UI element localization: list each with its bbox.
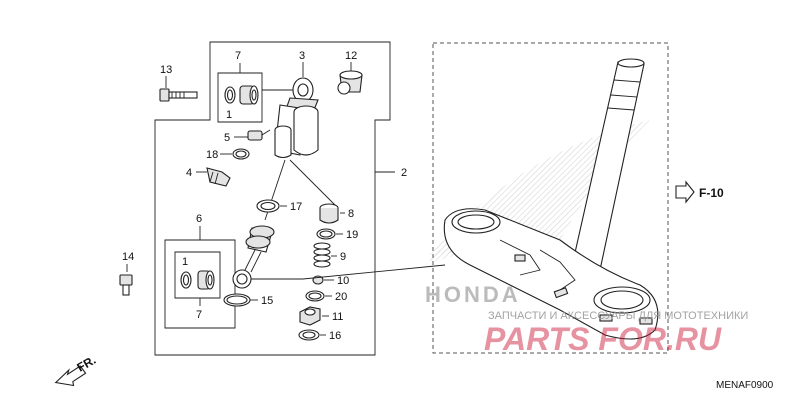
callout-12[interactable]: 12 (345, 50, 357, 62)
callout-1-top[interactable]: 1 (226, 109, 232, 121)
bolt-14 (119, 264, 133, 296)
damper-assembly-outline (154, 41, 391, 356)
callout-20[interactable]: 20 (335, 291, 347, 303)
leader-damper-8 (289, 159, 336, 206)
callout-9[interactable]: 9 (340, 251, 346, 263)
callout-7-top[interactable]: 7 (235, 50, 241, 62)
callout-11[interactable]: 11 (332, 311, 343, 323)
callout-16[interactable]: 16 (329, 330, 341, 342)
ball-10 (302, 264, 446, 285)
o-ring-17 (256, 199, 287, 213)
o-ring-19 (316, 228, 343, 240)
cup-8 (319, 203, 345, 224)
callout-5[interactable]: 5 (224, 132, 230, 144)
callout-3[interactable]: 3 (299, 50, 305, 62)
ref-f10-label: F-10 (699, 186, 724, 200)
subbox-7-top (217, 72, 263, 123)
valve-5 (234, 129, 271, 141)
bleed-screw-4 (196, 167, 231, 187)
watermark-tagline: ЗАПЧАСТИ И АКСЕССУАРЫ ДЛЯ МОТОТЕХНИКИ (488, 310, 748, 322)
bushing-7-bottom (180, 270, 215, 290)
o-ring-20 (305, 290, 332, 302)
damper-body-3 (262, 62, 319, 159)
callout-8[interactable]: 8 (348, 208, 354, 220)
front-direction-indicator: FR. (54, 353, 98, 387)
callout-14[interactable]: 14 (122, 251, 134, 263)
honda-logo-watermark-text: HONDA (425, 282, 521, 307)
callout-6[interactable]: 6 (196, 213, 202, 225)
nut-11 (299, 306, 329, 326)
callout-1-bottom[interactable]: 1 (182, 256, 188, 268)
ref-f10-arrow[interactable]: F-10 (675, 180, 724, 204)
bolt-13 (159, 76, 198, 102)
callout-4[interactable]: 4 (186, 167, 192, 179)
callout-18[interactable]: 18 (206, 149, 218, 161)
callout-2[interactable]: 2 (401, 167, 407, 179)
o-ring-15 (223, 293, 258, 307)
callout-10[interactable]: 10 (337, 275, 349, 287)
washer-16 (298, 329, 326, 341)
stem-assembly-box (432, 42, 669, 354)
shaft-assembly-6 (232, 225, 303, 289)
subbox-7-bottom (174, 251, 221, 299)
bushing-7-top (224, 85, 259, 105)
steering-stem (443, 58, 659, 340)
callout-13[interactable]: 13 (160, 64, 172, 76)
o-ring-18 (220, 148, 250, 160)
subbox-6 (164, 239, 236, 329)
spring-9 (313, 242, 337, 268)
diagram-code: MENAF0900 (716, 380, 774, 391)
callout-19[interactable]: 19 (346, 229, 358, 241)
callout-17[interactable]: 17 (290, 201, 302, 213)
callout-15[interactable]: 15 (261, 295, 273, 307)
watermark-brand: PARTS FOR.RU (484, 321, 722, 357)
callout-7-bottom[interactable]: 7 (196, 309, 202, 321)
cap-12 (337, 62, 363, 95)
